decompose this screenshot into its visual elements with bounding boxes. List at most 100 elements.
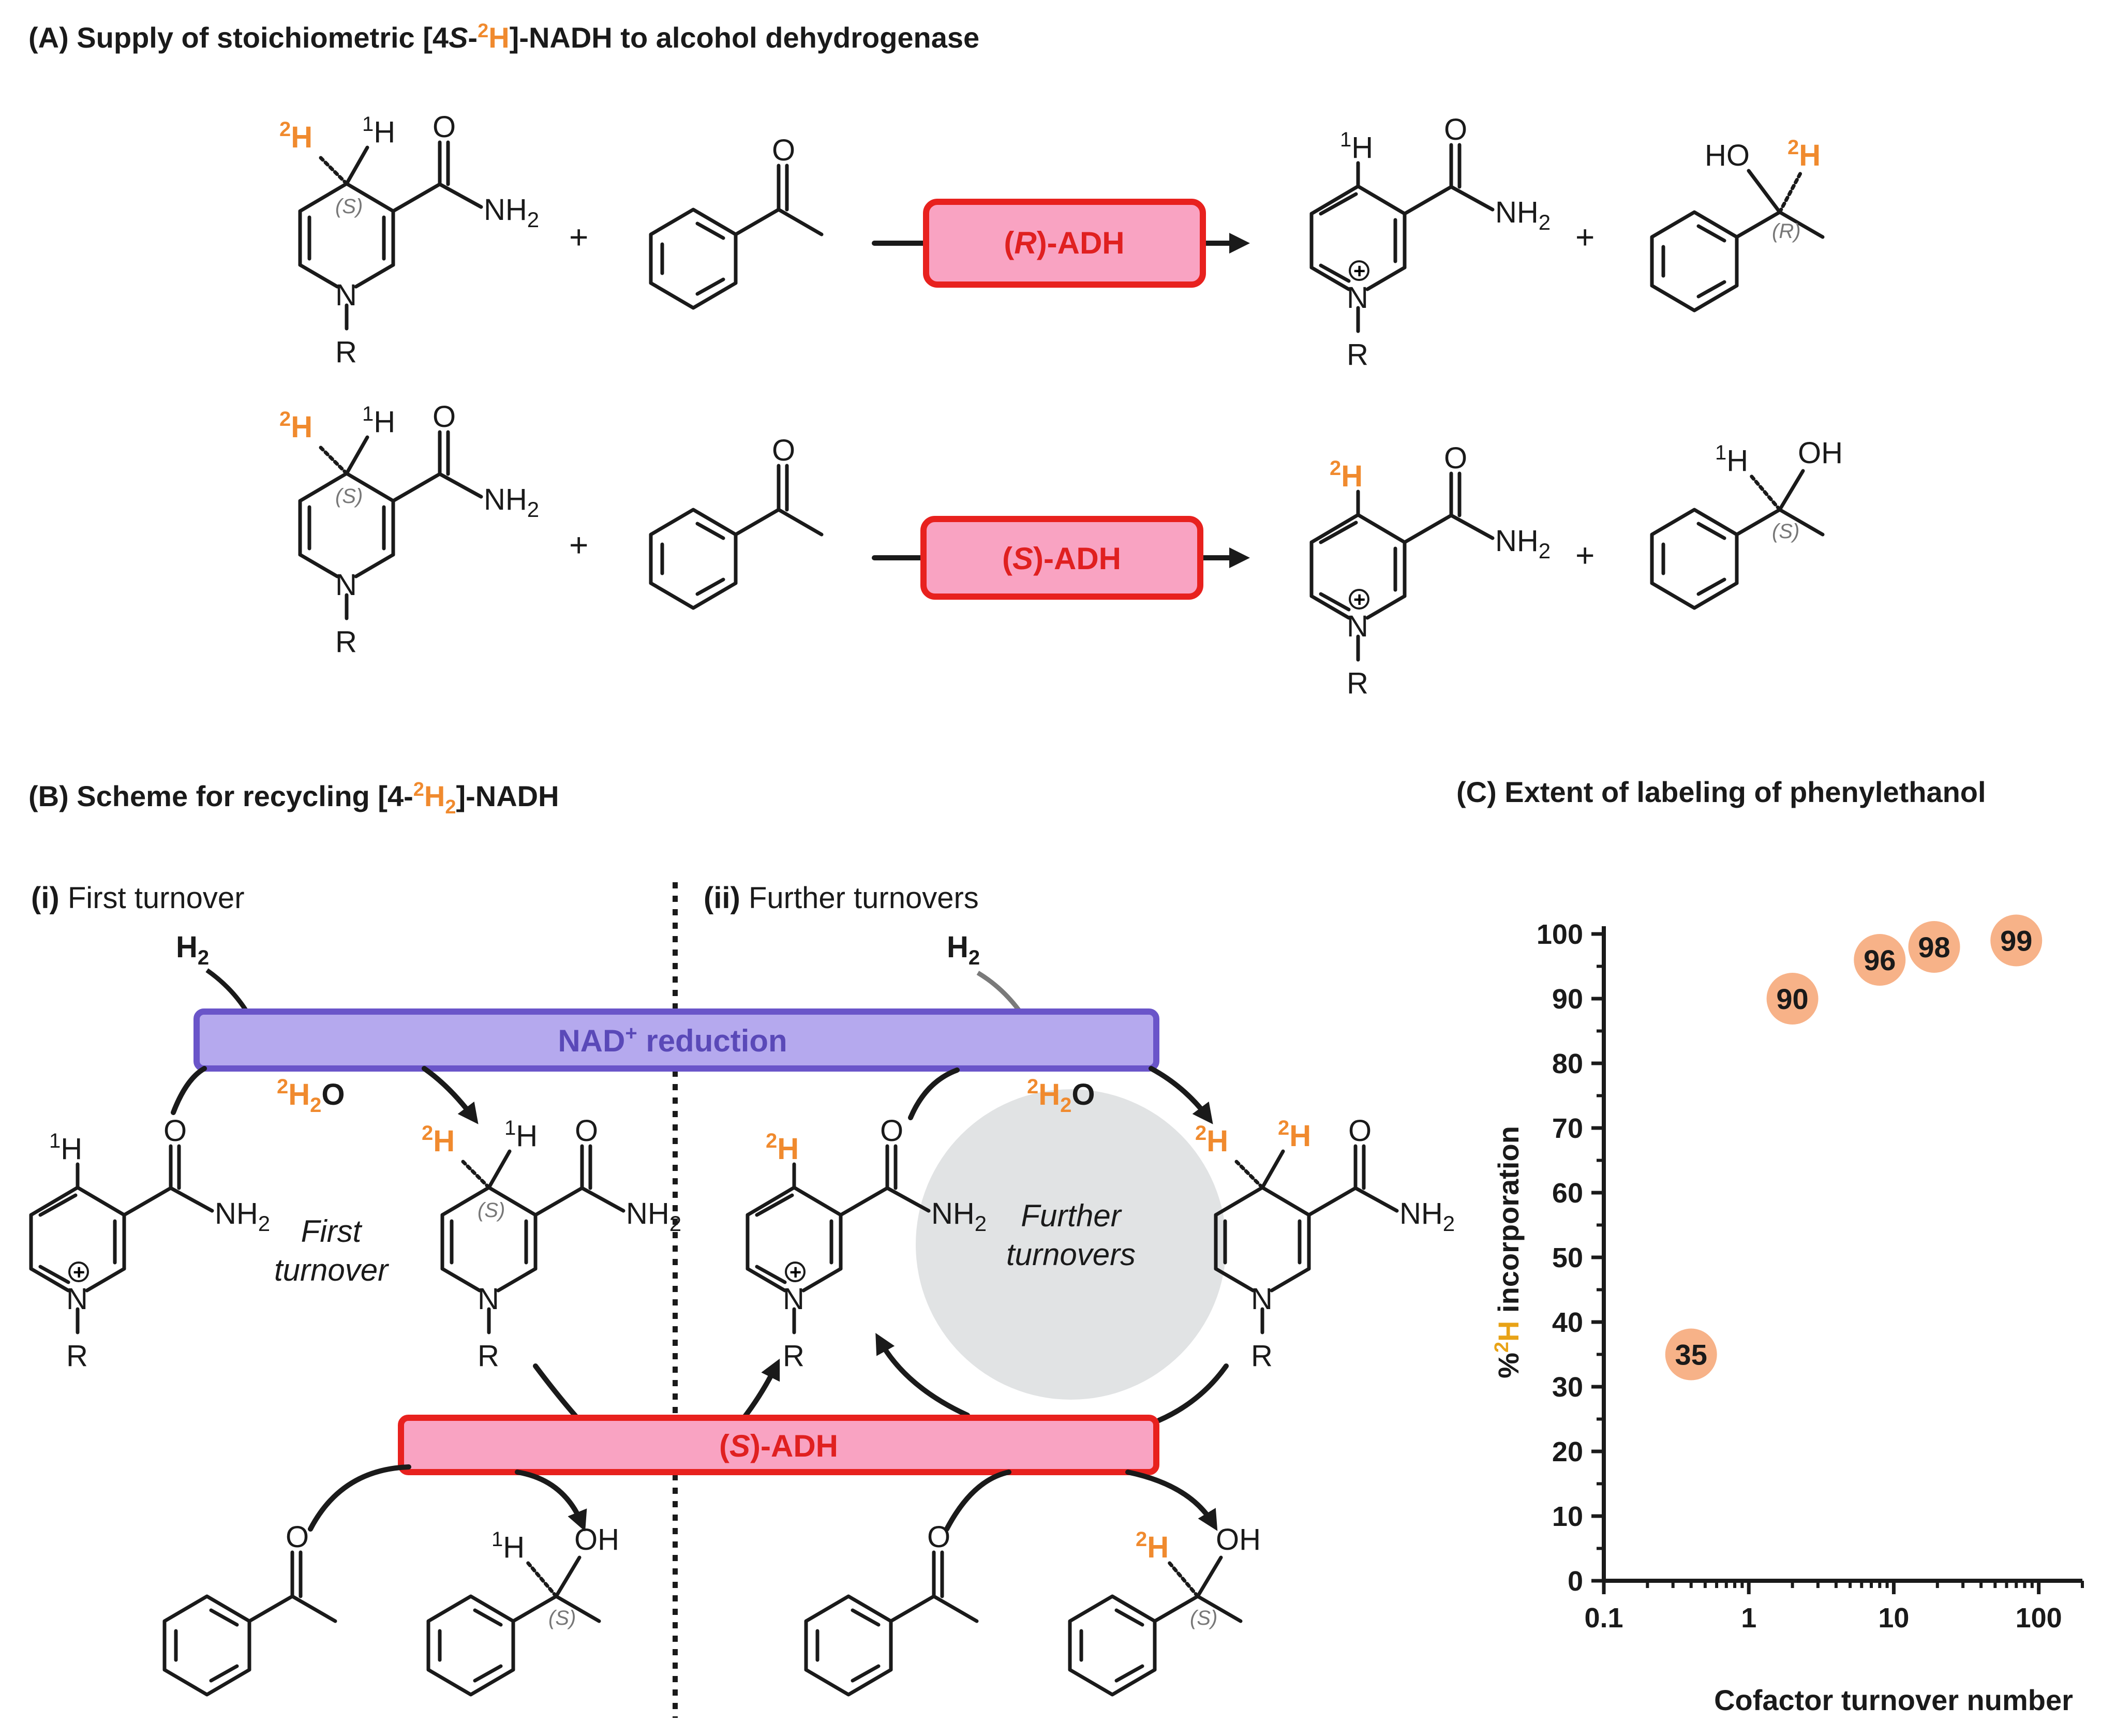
amide-nh2: NH2 xyxy=(931,1197,987,1236)
s-phenylethanol-1h: OH 1H (S) xyxy=(1652,436,1843,608)
y-tick-label: 90 xyxy=(1552,984,1583,1015)
deuterium-label: 2H xyxy=(422,1122,455,1158)
stereo-s-label: (S) xyxy=(548,1607,576,1629)
atom-r: R xyxy=(335,625,357,659)
y-tick-label: 70 xyxy=(1552,1113,1583,1144)
data-point xyxy=(1854,934,1906,986)
atom-n: N xyxy=(478,1282,499,1316)
protium-label: 1H xyxy=(362,113,395,149)
x-tick-label: 0.1 xyxy=(1584,1603,1623,1634)
arc-further-left xyxy=(908,1067,960,1120)
atom-r: R xyxy=(1347,338,1368,372)
data-point xyxy=(1665,1328,1717,1381)
deuterated-water-label-further: 2H2O xyxy=(1027,1075,1095,1117)
deuterium-label: 2H xyxy=(1278,1117,1311,1153)
atom-r: R xyxy=(478,1339,499,1373)
s-phenylethanol-1h-first: OH 1H (S) xyxy=(428,1523,619,1695)
data-point-label: 99 xyxy=(2000,925,2032,957)
atom-r: R xyxy=(783,1339,804,1373)
arc-first-right-arrow xyxy=(422,1066,479,1124)
data-point-label: 96 xyxy=(1864,944,1896,976)
y-tick-label: 50 xyxy=(1552,1242,1583,1273)
h2-input-arrow-further xyxy=(976,971,1024,1016)
positive-charge: + xyxy=(73,1261,85,1284)
atom-o: O xyxy=(772,434,795,467)
positive-charge: + xyxy=(1353,588,1365,611)
arc-nadh-to-adh-further xyxy=(1156,1363,1229,1423)
amide-nh2: NH2 xyxy=(1495,524,1551,563)
hydroxyl-label: OH xyxy=(1798,436,1843,470)
arc-nadh-to-adh-first xyxy=(533,1363,582,1423)
protium-label: 1H xyxy=(1340,128,1373,165)
nad-plus-row1: N + R O NH2 1H xyxy=(1309,113,1551,372)
h2-label-further: H2 xyxy=(947,930,980,969)
data-point-label: 35 xyxy=(1675,1339,1707,1371)
amide-nh2: NH2 xyxy=(1495,196,1551,234)
arc-alcohol-out-first xyxy=(515,1470,587,1532)
atom-o: O xyxy=(1444,113,1467,146)
plus-sign: + xyxy=(1575,537,1595,574)
panel-b-title: (B) Scheme for recycling [4-2H2]-NADH xyxy=(28,779,559,818)
amide-nh2: NH2 xyxy=(484,193,539,232)
atom-n: N xyxy=(783,1282,804,1316)
deuterium-label: 2H xyxy=(279,118,312,154)
x-tick-label: 100 xyxy=(2016,1603,2062,1634)
protium-label: 1H xyxy=(362,403,395,439)
amide-nh2: NH2 xyxy=(215,1197,270,1236)
y-tick-label: 100 xyxy=(1537,919,1583,950)
first-turnover-heading: (i) First turnover xyxy=(31,881,245,915)
atom-r: R xyxy=(335,335,357,369)
acetophenone-first: O xyxy=(165,1520,337,1695)
atom-r: R xyxy=(1347,666,1368,700)
atom-o: O xyxy=(575,1114,598,1148)
deuterium-label: 2H xyxy=(766,1130,799,1166)
y-tick-label: 80 xyxy=(1552,1048,1583,1079)
nad-plus-4-2h-further: N + R O NH2 2H xyxy=(746,1114,987,1373)
atom-o: O xyxy=(772,133,795,167)
atom-o: O xyxy=(286,1520,309,1554)
arc-acetophenone-in-first xyxy=(308,1464,411,1532)
stereo-s-label: (S) xyxy=(1190,1607,1217,1629)
hydroxyl-label: OH xyxy=(1216,1523,1261,1556)
stereo-s-label: (S) xyxy=(335,195,363,218)
data-point-label: 98 xyxy=(1918,931,1950,963)
x-axis-label: Cofactor turnover number xyxy=(1714,1684,2073,1716)
amide-nh2: NH2 xyxy=(1399,1197,1455,1236)
s-adh-reaction-arrow: (S)-ADH xyxy=(872,516,1250,600)
plus-sign: + xyxy=(569,526,588,563)
arc-adh-to-nad-first xyxy=(737,1358,780,1426)
r-adh-box xyxy=(923,199,1206,288)
r-adh-label: (R)-ADH xyxy=(1004,226,1124,260)
h2-input-arrow-first xyxy=(205,968,250,1016)
atom-o: O xyxy=(927,1520,950,1554)
atom-n: N xyxy=(1347,281,1368,315)
deuterium-label: 2H xyxy=(1136,1528,1169,1564)
protium-label: 1H xyxy=(491,1528,525,1564)
atom-o: O xyxy=(433,110,456,144)
deuterium-label: 2H xyxy=(1195,1122,1228,1158)
stereo-s-label: (S) xyxy=(1772,520,1799,543)
r-adh-reaction-arrow: (R)-ADH xyxy=(872,199,1250,288)
r-phenylethanol-2h: HO 2H (R) xyxy=(1652,136,1825,310)
atom-o: O xyxy=(1348,1114,1372,1148)
data-point-label: 90 xyxy=(1776,983,1808,1015)
further-turnovers-bubble xyxy=(916,1089,1226,1400)
atom-n: N xyxy=(335,568,357,602)
deuterium-label: 2H xyxy=(1330,457,1363,493)
nad-plus-row2: N + R O NH2 2H xyxy=(1309,441,1551,700)
atom-o: O xyxy=(880,1114,903,1148)
atom-o: O xyxy=(433,400,456,434)
positive-charge: + xyxy=(1353,260,1365,283)
s-adh-label: (S)-ADH xyxy=(1002,541,1121,576)
y-tick-label: 30 xyxy=(1552,1372,1583,1403)
data-point xyxy=(1766,973,1819,1025)
arc-alcohol-out-further xyxy=(1125,1470,1218,1531)
h2-label-first: H2 xyxy=(176,930,209,969)
stereo-s-label: (S) xyxy=(335,485,363,508)
acetophenone-row2: O xyxy=(651,434,824,608)
nadh-4s-2h-first: N R O NH2 1H 2H (S) xyxy=(422,1114,681,1373)
data-point xyxy=(1990,914,2043,967)
